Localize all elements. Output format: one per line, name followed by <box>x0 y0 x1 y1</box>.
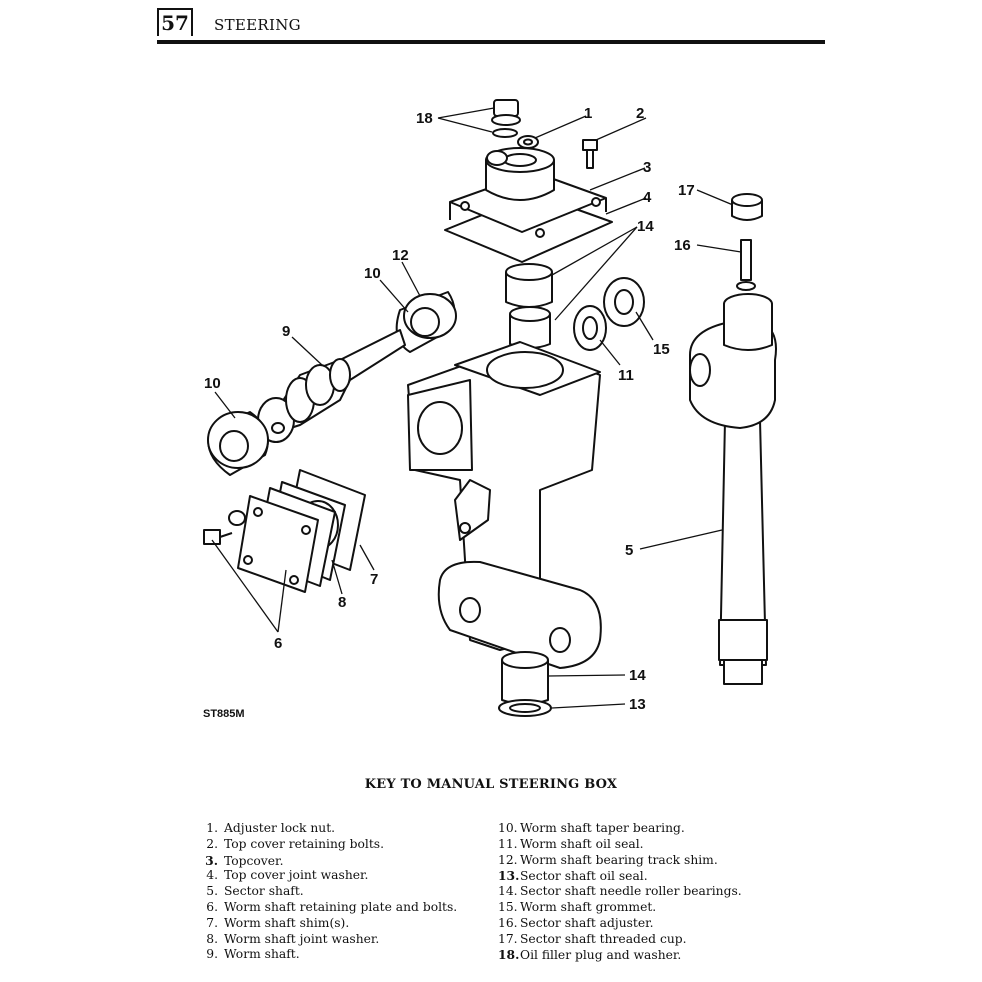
section-title: STEERING <box>214 16 301 34</box>
key-title: KEY TO MANUAL STEERING BOX <box>364 777 618 792</box>
exploded-steering-box-diagram: 18 1 2 3 4 14 17 16 12 10 9 10 15 11 5 7… <box>203 99 777 720</box>
callout-10-upper: 10 <box>364 265 381 282</box>
callout-2: 2 <box>636 105 644 122</box>
key-item: 17.Sector shaft threaded cup. <box>498 931 687 946</box>
worm-shaft-taper-bearing-lower <box>207 411 269 476</box>
top-cover-bolt <box>582 139 598 169</box>
callout-1: 1 <box>584 105 592 122</box>
page-number: 57 <box>157 8 193 36</box>
threaded-cup <box>731 193 763 221</box>
key-list-left: 1.Adjuster lock nut. 2.Top cover retaini… <box>202 821 457 963</box>
page-header: 57 STEERING <box>157 8 825 44</box>
sector-shaft <box>689 293 777 685</box>
key-item: 7.Worm shaft shim(s). <box>206 915 350 930</box>
sector-shaft-adjuster <box>736 239 756 291</box>
steering-box-housing <box>407 341 602 669</box>
callout-11: 11 <box>618 367 634 384</box>
key-item: 8.Worm shaft joint washer. <box>206 931 380 946</box>
worm-shaft-grommet <box>603 277 645 327</box>
header-rule <box>157 40 825 44</box>
key-item: 12.Worm shaft bearing track shim. <box>498 852 718 867</box>
callout-5: 5 <box>625 542 633 559</box>
callout-14-lower: 14 <box>629 667 646 684</box>
callout-9: 9 <box>282 323 290 340</box>
needle-roller-bearing-lower <box>501 651 549 705</box>
worm-shaft <box>257 329 406 443</box>
callout-18-top: 18 <box>416 110 433 127</box>
callout-6: 6 <box>274 635 282 652</box>
worm-shaft-oil-seal <box>573 305 607 351</box>
key-item: 10.Worm shaft taper bearing. <box>498 821 685 835</box>
callout-8: 8 <box>338 594 346 611</box>
worm-shaft-taper-bearing-upper <box>395 291 457 353</box>
key-item: 11.Worm shaft oil seal. <box>498 836 644 851</box>
callout-4: 4 <box>643 189 652 206</box>
key-item: 2.Top cover retaining bolts. <box>206 836 385 851</box>
sector-shaft-oil-seal <box>498 699 552 717</box>
top-cover <box>444 147 613 263</box>
callout-13: 13 <box>629 696 646 713</box>
key-item: 9.Worm shaft. <box>206 947 300 962</box>
callout-labels: 18 1 2 3 4 14 17 16 12 10 9 10 15 11 5 7… <box>203 105 695 720</box>
key-item: 13.Sector shaft oil seal. <box>498 868 648 884</box>
key-item: 1.Adjuster lock nut. <box>206 821 336 835</box>
key-item: 15.Worm shaft grommet. <box>498 899 657 914</box>
callout-10-lower: 10 <box>204 375 221 392</box>
leader-lines <box>211 107 742 709</box>
needle-roller-bearing-upper <box>505 263 553 349</box>
callout-7: 7 <box>370 571 378 588</box>
key-item: 18.Oil filler plug and washer. <box>498 947 682 963</box>
key-item: 3.Topcover. <box>205 852 284 868</box>
callout-17: 17 <box>678 182 695 199</box>
worm-shaft-retaining-plate <box>237 495 319 593</box>
key-item: 5.Sector shaft. <box>206 884 304 899</box>
key-item: 14.Sector shaft needle roller bearings. <box>498 884 742 899</box>
callout-3: 3 <box>643 159 651 176</box>
key-item: 4.Top cover joint washer. <box>206 868 369 883</box>
diagram-code: ST885M <box>203 708 245 720</box>
retaining-bolt <box>203 510 246 545</box>
callout-12: 12 <box>392 247 409 264</box>
callout-14-upper: 14 <box>637 218 654 235</box>
key-item: 16.Sector shaft adjuster. <box>498 915 654 930</box>
callout-16: 16 <box>674 237 691 254</box>
callout-15: 15 <box>653 341 670 358</box>
key-item: 6.Worm shaft retaining plate and bolts. <box>206 899 458 914</box>
key-list-right: 10.Worm shaft taper bearing. 11.Worm sha… <box>498 821 742 963</box>
oil-filler-plug <box>491 99 521 138</box>
